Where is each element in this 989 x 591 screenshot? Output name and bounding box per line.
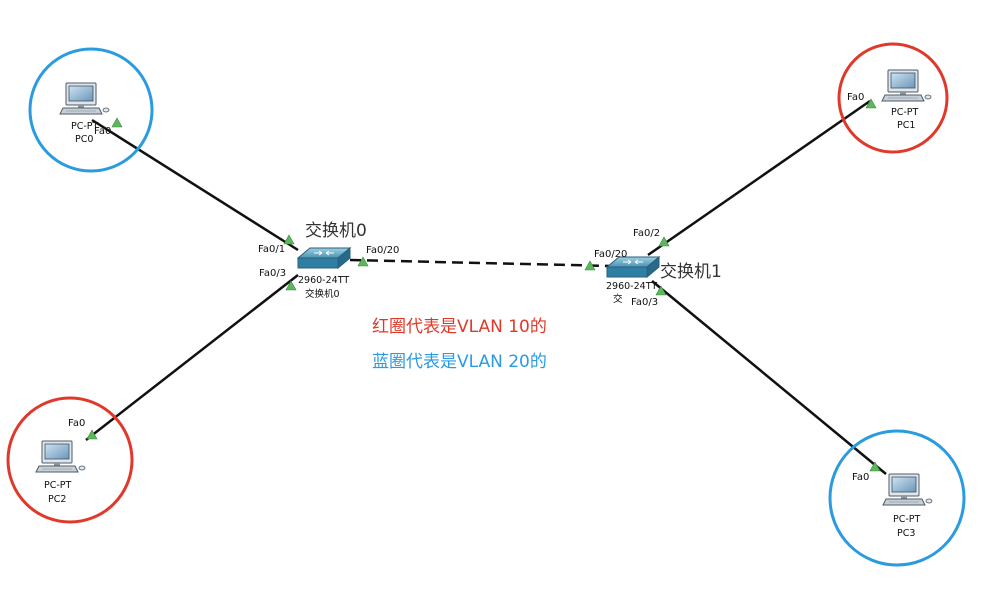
pc3-model: PC-PT [893,514,921,525]
pc0-port-label: Fa0 [94,126,111,137]
port-labels: Fa0 Fa0/1 Fa0/3 Fa0/20 Fa0 Fa0/20 Fa0/2 … [68,92,869,483]
pc1-device[interactable]: PC-PT PC1 [881,69,932,131]
switch1-name: 交 [613,293,623,305]
link-pc2-sw0[interactable] [85,274,299,441]
network-switch-icon [297,247,351,269]
sw0-port-fa01-label: Fa0/1 [258,244,285,255]
port-status-triangle-icon [357,256,369,267]
pc3-name: PC3 [897,528,915,539]
link-sw1-pc3[interactable] [651,280,887,475]
vlan20-circle-pc0 [28,47,154,173]
pc1-port-label: Fa0 [847,92,864,103]
sw1-port-fa02-label: Fa0/2 [633,228,660,239]
pc0-device[interactable]: PC-PT PC0 [59,82,110,145]
pc0-name: PC0 [75,134,93,145]
switch0-model: 2960-24TT [298,275,349,286]
pc2-model: PC-PT [44,480,72,491]
pc2-device[interactable]: PC-PT PC2 [35,440,86,505]
switch0-device[interactable]: 交换机0 2960-24TT 交换机0 [297,221,367,300]
desktop-pc-icon [882,473,933,506]
legend-vlan20: 蓝圈代表是VLAN 20的 [372,352,547,372]
vlan-circles [6,42,966,567]
pc2-name: PC2 [48,494,66,505]
network-switch-icon [606,256,660,278]
switch1-device[interactable]: 交换机1 2960-24TT 交 [606,256,722,305]
switch1-model: 2960-24TT [606,281,657,292]
switch0-title: 交换机0 [305,221,367,241]
desktop-pc-icon [35,440,86,473]
port-status-triangle-icon [111,117,123,128]
vlan10-circle-pc1 [837,42,949,154]
vlan10-circle-pc2 [6,396,134,524]
legend-vlan10: 红圈代表是VLAN 10的 [372,317,547,337]
pc0-model: PC-PT [71,121,99,132]
port-indicators [86,98,881,472]
vlan20-circle-pc3 [828,429,966,567]
link-sw1-pc1[interactable] [647,99,871,257]
port-status-triangle-icon [283,234,295,245]
switch1-title: 交换机1 [660,262,722,282]
sw0-port-fa03-label: Fa0/3 [259,268,286,279]
pc1-name: PC1 [897,120,915,131]
pc3-port-label: Fa0 [852,472,869,483]
desktop-pc-icon [59,82,110,115]
switch0-name: 交换机0 [305,288,340,300]
pc1-model: PC-PT [891,107,919,118]
link-pc0-sw0[interactable] [91,118,299,252]
pc3-device[interactable]: PC-PT PC3 [882,473,933,539]
sw1-port-fa020-label: Fa0/20 [594,249,627,260]
sw1-port-fa03-label: Fa0/3 [631,297,658,308]
desktop-pc-icon [881,69,932,102]
links [85,99,887,475]
link-sw0-sw1-trunk[interactable] [349,258,613,268]
sw0-port-fa020-label: Fa0/20 [366,245,399,256]
pc2-port-label: Fa0 [68,418,85,429]
